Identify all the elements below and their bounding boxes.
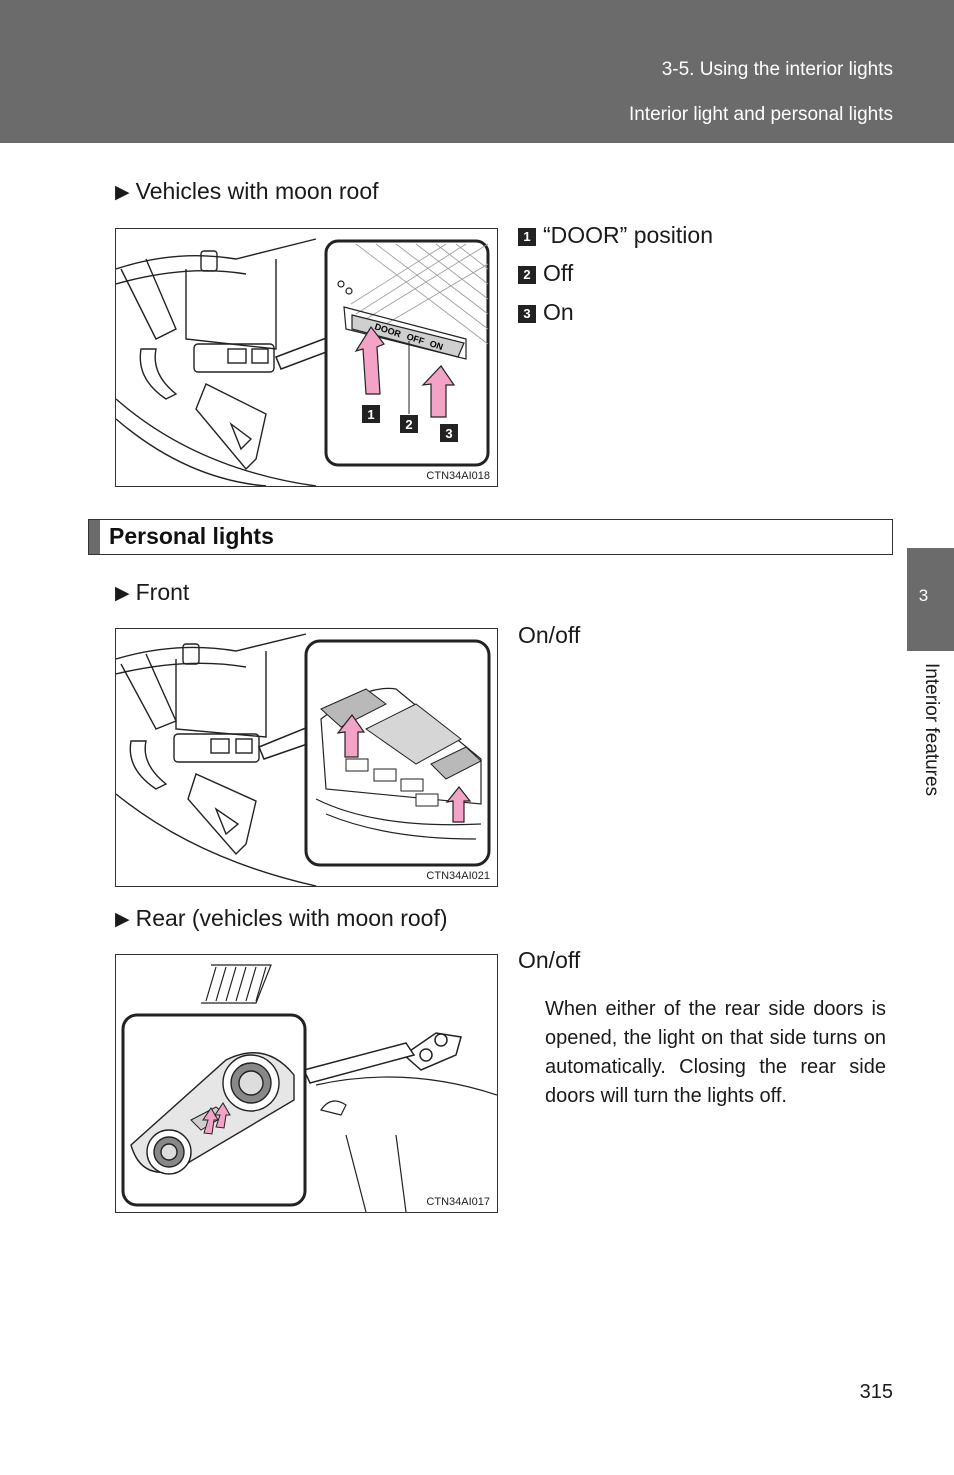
rear-callout: On/off <box>518 947 581 973</box>
header-section: 3-5. Using the interior lights <box>661 59 893 80</box>
header-subsection: Interior light and personal lights <box>628 104 893 125</box>
arrow-up-icon <box>421 365 456 418</box>
callout-number-badge: 3 <box>518 305 536 323</box>
triangle-bullet-icon: ▶ <box>115 909 130 930</box>
callout-text: Off <box>543 260 574 286</box>
rear-personal-light-illustration <box>121 964 497 1212</box>
figure-code: CTN34AI017 <box>426 1196 490 1208</box>
switch-label-on: ON <box>428 338 444 352</box>
figure-badge-1: 1 <box>367 407 374 422</box>
figure-badge-3: 3 <box>445 426 452 441</box>
front-heading: ▶Front <box>115 579 189 606</box>
arrow-up-icon <box>354 325 385 395</box>
arrow-up-icon <box>214 1102 231 1129</box>
front-figure: CTN34AI021 <box>115 628 498 887</box>
page-header: 3-5. Using the interior lights Interior … <box>0 0 954 143</box>
callout-door-position: 1 “DOOR” position <box>518 222 713 249</box>
arrow-up-icon <box>336 713 366 758</box>
section-heading-bar <box>89 520 100 554</box>
callout-text: “DOOR” position <box>543 222 713 248</box>
triangle-bullet-icon: ▶ <box>115 583 130 604</box>
callout-number-badge: 2 <box>518 266 536 284</box>
callout-text: On <box>543 299 574 325</box>
moon-roof-heading: ▶Vehicles with moon roof <box>115 178 379 205</box>
figure-badge-2: 2 <box>405 417 412 432</box>
moon-roof-figure: DOOR OFF ON 1 2 3 CTN34AI018 <box>115 228 498 487</box>
section-heading-text: Personal lights <box>109 523 274 549</box>
chapter-number: 3 <box>918 586 929 605</box>
arrow-up-icon <box>202 1107 219 1135</box>
triangle-bullet-icon: ▶ <box>115 182 130 203</box>
rear-note-paragraph: When either of the rear side doors is op… <box>545 998 886 1107</box>
rear-heading-text: Rear (vehicles with moon roof) <box>135 905 448 931</box>
front-heading-text: Front <box>135 579 190 605</box>
rear-figure: CTN34AI017 <box>115 954 498 1213</box>
callout-on: 3 On <box>518 299 574 326</box>
chapter-tab[interactable]: 3 <box>907 548 954 651</box>
rear-heading: ▶Rear (vehicles with moon roof) <box>115 905 448 932</box>
callout-off: 2 Off <box>518 260 573 287</box>
moon-roof-illustration: DOOR OFF ON 1 2 3 <box>116 238 490 486</box>
arrow-up-icon <box>445 786 472 823</box>
figure-code: CTN34AI018 <box>426 470 490 482</box>
chapter-title: Interior features <box>921 663 942 797</box>
page-number: 315 <box>859 1381 893 1403</box>
section-heading: Personal lights <box>88 519 893 555</box>
front-callout: On/off <box>518 622 581 648</box>
callout-number-badge: 1 <box>518 228 536 246</box>
moon-roof-heading-text: Vehicles with moon roof <box>135 178 379 204</box>
figure-code: CTN34AI021 <box>426 870 490 882</box>
front-personal-light-illustration <box>116 633 491 886</box>
